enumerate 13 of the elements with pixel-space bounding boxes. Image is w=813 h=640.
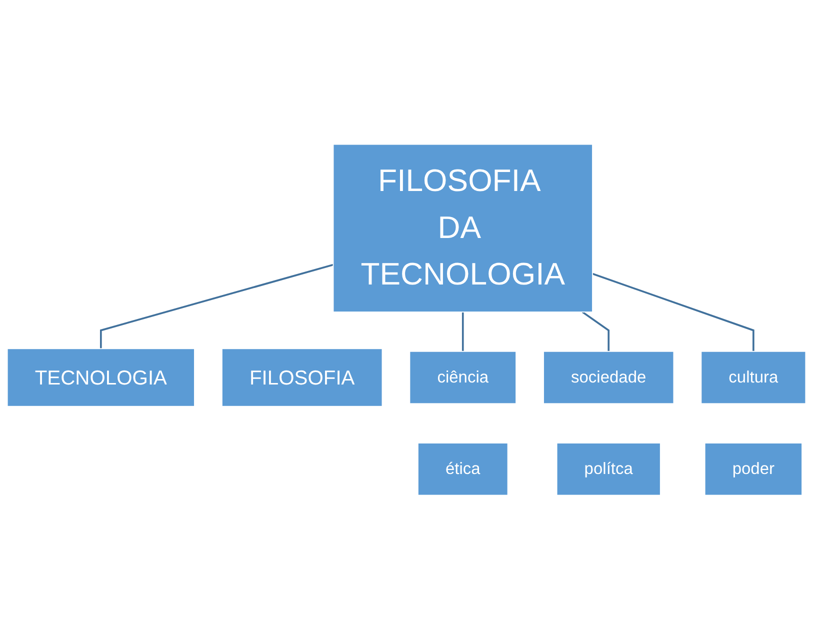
node-box: cultura xyxy=(700,351,806,404)
node-box: FILOSOFIA xyxy=(222,348,383,408)
node-box: sociedade xyxy=(543,351,674,404)
node-box: ética xyxy=(418,442,508,496)
connector xyxy=(592,273,754,352)
connector xyxy=(582,311,610,352)
node-box: ciência xyxy=(409,351,516,404)
connector xyxy=(100,264,334,349)
node-box: TECNOLOGIA xyxy=(6,348,195,408)
node-box: poder xyxy=(704,442,802,496)
node-box: polítca xyxy=(556,442,661,496)
connector xyxy=(462,312,464,352)
node-box: FILOSOFIA DA TECNOLOGIA xyxy=(332,144,593,313)
